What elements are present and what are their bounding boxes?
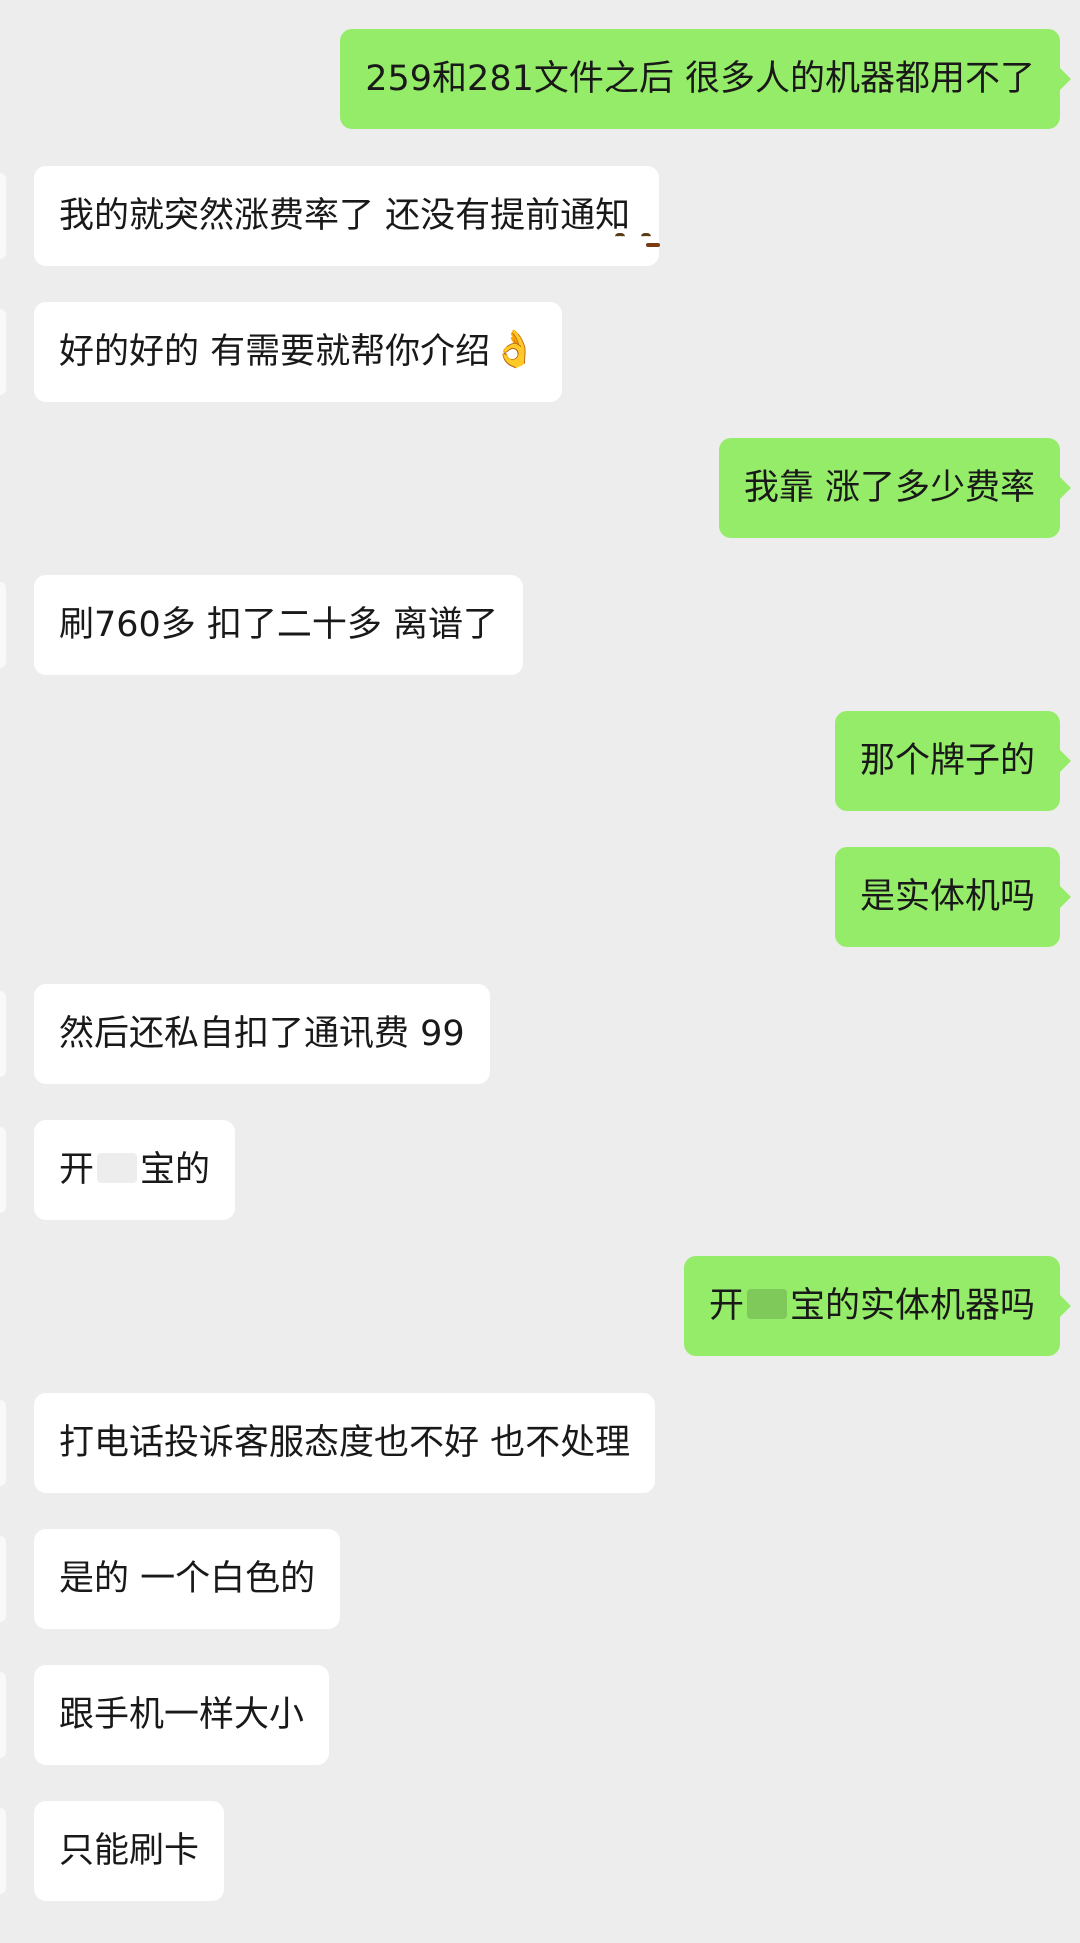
message-text: 我的就突然涨费率了 还没有提前通知 (59, 196, 631, 236)
avatar-edge (0, 582, 6, 668)
message-text: 好的好的 有需要就帮你介绍 (59, 332, 491, 372)
message-text: 是的 一个白色的 (59, 1559, 316, 1599)
avatar-edge (0, 1536, 6, 1622)
message-text: 宝的 (140, 1150, 211, 1190)
message-text: 然后还私自扣了通讯费 99 (59, 1014, 465, 1054)
outgoing-message-bubble[interactable]: 那个牌子的 (834, 711, 1072, 811)
message-text: 刷760多 扣了二十多 离谱了 (59, 605, 499, 645)
incoming-message-bubble[interactable]: 只能刷卡 (34, 1801, 225, 1901)
message-text: 那个牌子的 (859, 741, 1035, 781)
message-text: 259和281文件之后 很多人的机器都用不了 (365, 59, 1035, 99)
message-text: 开 (59, 1150, 95, 1190)
message-text: 打电话投诉客服态度也不好 也不处理 (59, 1423, 631, 1463)
message-text: 我靠 涨了多少费率 (743, 468, 1035, 508)
avatar-edge (0, 1808, 6, 1894)
incoming-message-bubble[interactable]: 打电话投诉客服态度也不好 也不处理 (34, 1393, 656, 1493)
outgoing-message-bubble[interactable]: 259和281文件之后 很多人的机器都用不了 (340, 29, 1071, 129)
incoming-message-bubble[interactable]: 我的就突然涨费率了 还没有提前通知 (34, 166, 661, 266)
outgoing-message-bubble[interactable]: 开 宝的实体机器吗 (683, 1256, 1072, 1356)
message-text: 是实体机吗 (859, 877, 1035, 917)
incoming-message-bubble[interactable]: 刷760多 扣了二十多 离谱了 (34, 575, 524, 675)
outgoing-message-bubble[interactable]: 我靠 涨了多少费率 (718, 438, 1072, 538)
ok-hand-icon: 👌 (492, 329, 537, 370)
avatar-edge (0, 309, 6, 395)
avatar-edge (0, 1127, 6, 1213)
incoming-message-bubble[interactable]: 跟手机一样大小 (34, 1665, 330, 1765)
incoming-message-bubble[interactable]: 好的好的 有需要就帮你介绍👌 (34, 302, 562, 402)
avatar-edge (0, 1672, 6, 1758)
avatar-edge (0, 173, 6, 259)
incoming-message-bubble[interactable]: 开 宝的 (34, 1120, 236, 1220)
outgoing-message-bubble[interactable]: 是实体机吗 (834, 847, 1072, 947)
message-text: 宝的实体机器吗 (789, 1286, 1035, 1326)
avatar-edge (0, 991, 6, 1077)
message-text: 开 (708, 1286, 744, 1326)
message-text: 跟手机一样大小 (59, 1695, 305, 1735)
incoming-message-bubble[interactable]: 然后还私自扣了通讯费 99 (34, 984, 490, 1084)
avatar-edge (0, 1400, 6, 1486)
message-text: 只能刷卡 (59, 1831, 200, 1871)
redaction-blur (97, 1153, 138, 1183)
incoming-message-bubble[interactable]: 是的 一个白色的 (34, 1529, 341, 1629)
redaction-blur (746, 1289, 787, 1319)
